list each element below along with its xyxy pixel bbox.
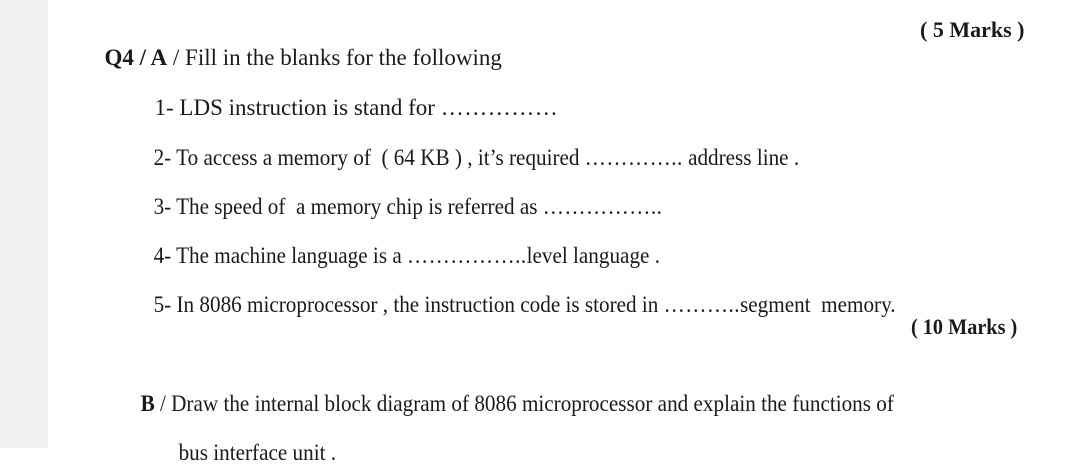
blank-field-1: ……………	[440, 95, 559, 120]
question-b-text: Draw the internal block diagram of 8086 …	[171, 391, 894, 416]
blank-field-2: …………..	[584, 145, 683, 170]
question-a-header: Q4 / A / Fill in the blanks for the foll…	[104, 45, 502, 70]
blank-item-3: 3- The speed of a memory chip is referre…	[153, 194, 663, 219]
blank-field-4: ……………..	[407, 243, 527, 268]
question-b-line-1: B / Draw the internal block diagram of 8…	[140, 391, 894, 416]
part-label-b: B	[140, 391, 155, 416]
question-a-title: Fill in the blanks for the following	[185, 45, 502, 70]
question-a-marks: ( 5 Marks )	[920, 17, 1025, 42]
blank-item-4: 4- The machine language is a ……………..leve…	[153, 243, 660, 268]
blank-item-1: 1- LDS instruction is stand for ……………	[154, 95, 559, 120]
blank-field-3: ……………..	[542, 194, 663, 219]
blank-field-5: ………..	[663, 292, 741, 317]
part-label-a: A	[150, 45, 168, 70]
left-margin-strip	[0, 0, 48, 448]
blank-item-5: 5- In 8086 microprocessor , the instruct…	[153, 292, 896, 317]
question-b-line-2: bus interface unit .	[178, 440, 337, 465]
question-b-marks: ( 10 Marks )	[911, 314, 1018, 339]
blank-item-2: 2- To access a memory of ( 64 KB ) , it’…	[153, 145, 800, 170]
question-number: Q4	[104, 45, 134, 70]
